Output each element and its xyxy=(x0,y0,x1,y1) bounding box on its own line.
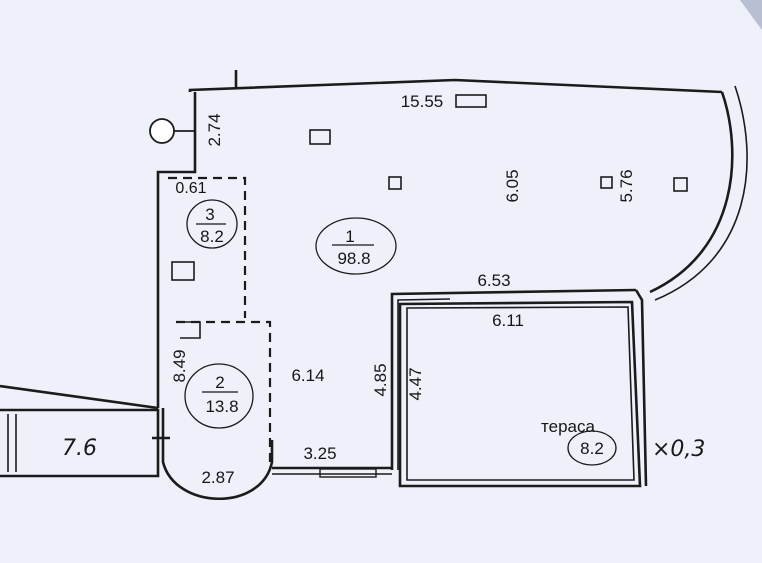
curved-wall-outer xyxy=(649,91,734,294)
dim-terrace-outer-width: 6.53 xyxy=(477,271,510,290)
terrace-coefficient: ×0,3 xyxy=(652,437,705,462)
room3-circle xyxy=(186,199,238,249)
terrace-label: тераса xyxy=(541,417,595,436)
room2-area: 13.8 xyxy=(205,397,238,416)
dim-terrace-inner-height: 4.47 xyxy=(406,367,425,400)
column-square-4 xyxy=(673,177,688,192)
neighbor-top-edge xyxy=(0,384,159,410)
shaft-square xyxy=(171,261,195,281)
top-wall xyxy=(188,78,723,94)
room1-number: 1 xyxy=(345,227,354,246)
riser-circle-icon xyxy=(149,118,175,144)
dim-bottom-width: 3.25 xyxy=(303,444,336,463)
neighbor-box xyxy=(0,408,160,478)
curved-wall-edge xyxy=(654,85,748,301)
dim-top-width: 15.55 xyxy=(401,92,444,111)
column-square-1 xyxy=(309,129,331,145)
dim-room2-height: 8.49 xyxy=(170,349,189,382)
dim-partition-height: 4.85 xyxy=(371,363,390,396)
room3-number: 3 xyxy=(205,205,214,224)
terrace-circle xyxy=(567,430,617,466)
dim-curved-height: 5.76 xyxy=(617,169,636,202)
dim-mid-height: 6.14 xyxy=(291,366,324,385)
left-wall xyxy=(156,92,197,408)
bay-window-wall xyxy=(161,408,274,501)
top-niche xyxy=(455,94,487,108)
shaft-bracket xyxy=(180,321,201,339)
room2-number: 2 xyxy=(215,373,224,392)
window-sill xyxy=(319,468,377,478)
neighbor-note: 7.6 xyxy=(62,436,97,461)
partition-inner-line xyxy=(397,298,451,470)
room2-dashed-wall xyxy=(176,320,272,462)
dim-column-left: 2.74 xyxy=(205,113,224,146)
terrace-outline xyxy=(398,300,642,488)
dim-bay-width: 2.87 xyxy=(201,468,234,487)
room3-area: 8.2 xyxy=(200,227,224,246)
room1-circle xyxy=(315,217,397,275)
terrace-area: 8.2 xyxy=(580,439,604,458)
terrace-partition xyxy=(390,288,637,470)
terrace-inner-outline xyxy=(406,306,635,481)
column-square-3 xyxy=(600,176,613,189)
paper-fold xyxy=(740,0,762,30)
room3-dashed-wall xyxy=(168,176,247,318)
room2-circle xyxy=(184,363,254,429)
dim-main-height: 6.05 xyxy=(503,169,522,202)
neighbor-wall-lines xyxy=(7,414,17,472)
dim-bath-width: 0.61 xyxy=(175,180,206,197)
terrace-right-wall xyxy=(634,289,648,487)
room1-area: 98.8 xyxy=(337,249,370,268)
column-square-2 xyxy=(388,176,402,190)
dim-terrace-inner-width: 6.11 xyxy=(492,311,524,330)
